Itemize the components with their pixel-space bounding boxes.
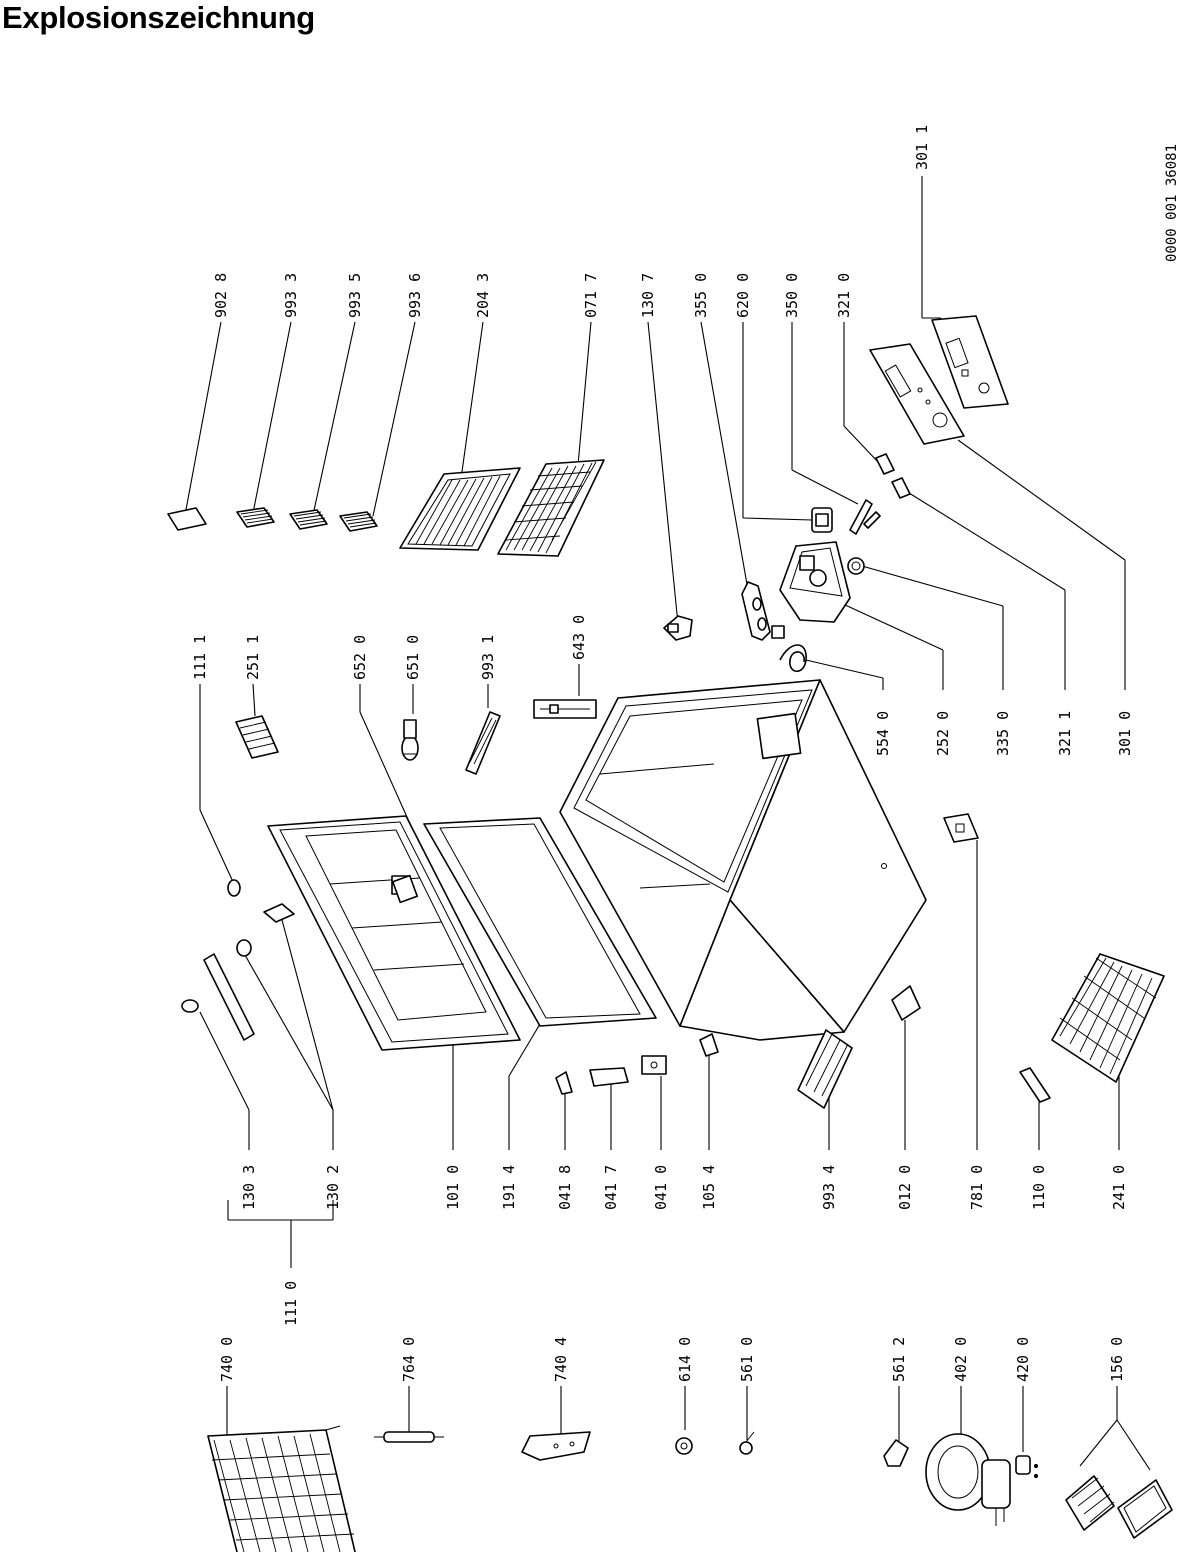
label-130-7: 130 7 (639, 273, 657, 318)
label-740-4: 740 4 (552, 1337, 570, 1382)
part-321-1-clip (891, 477, 911, 499)
label-301-1: 301 1 (913, 125, 931, 170)
part-111-1-cap (227, 879, 241, 897)
label-041-0: 041 0 (652, 1165, 670, 1210)
part-251-1-grid-tray (235, 715, 279, 759)
part-781-0-plug (943, 813, 979, 843)
label-321-0: 321 0 (835, 273, 853, 318)
label-130-2: 130 2 (324, 1165, 342, 1210)
part-620-0-lamp (811, 507, 833, 533)
part-105-4-latch (699, 1033, 719, 1057)
part-993-3-grille (236, 507, 275, 528)
label-041-8: 041 8 (556, 1165, 574, 1210)
label-740-0: 740 0 (218, 1337, 236, 1382)
label-252-0: 252 0 (934, 711, 952, 756)
label-321-1: 321 1 (1056, 711, 1074, 756)
part-156-0-tray-set (1065, 1475, 1173, 1539)
part-420-0-connector (1015, 1455, 1039, 1479)
part-740-0-condenser (207, 1425, 356, 1552)
label-350-0: 350 0 (783, 273, 801, 318)
label-191-4: 191 4 (500, 1165, 518, 1210)
part-993-1-strip (465, 711, 501, 775)
label-554-0: 554 0 (874, 711, 892, 756)
label-130-3: 130 3 (240, 1165, 258, 1210)
part-355-0-switch (741, 581, 771, 641)
label-643-0: 643 0 (570, 615, 588, 660)
label-561-2: 561 2 (890, 1337, 908, 1382)
part-321-0-clip (875, 453, 895, 475)
label-110-0: 110 0 (1030, 1165, 1048, 1210)
label-012-0: 012 0 (896, 1165, 914, 1210)
part-764-0-dryer-filter (374, 1431, 444, 1443)
label-902-8: 902 8 (212, 273, 230, 318)
label-614-0: 614 0 (676, 1337, 694, 1382)
part-cabinet-body (559, 679, 927, 1041)
part-561-0-relay (739, 1431, 755, 1455)
label-105-4: 105 4 (700, 1165, 718, 1210)
part-561-2-relay (883, 1439, 909, 1467)
part-012-0-hinge (891, 985, 921, 1021)
label-781-0: 781 0 (968, 1165, 986, 1210)
label-156-0: 156 0 (1108, 1337, 1126, 1382)
part-301-0-control-panel (869, 343, 965, 445)
label-251-1: 251 1 (244, 635, 262, 680)
part-241-0-wire-basket (1051, 953, 1165, 1083)
label-071-7: 071 7 (582, 273, 600, 318)
part-993-5-grille (289, 509, 328, 530)
label-993-5: 993 5 (346, 273, 364, 318)
part-041-0-bracket (641, 1055, 667, 1075)
label-764-0: 764 0 (400, 1337, 418, 1382)
label-620-0: 620 0 (734, 273, 752, 318)
label-652-0: 652 0 (351, 635, 369, 680)
part-643-0-bar (533, 699, 597, 719)
part-740-4-bracket (521, 1431, 591, 1461)
part-402-0-compressor (925, 1433, 1011, 1526)
part-554-0-spring (771, 625, 807, 673)
label-402-0: 402 0 (952, 1337, 970, 1382)
label-335-0: 335 0 (994, 711, 1012, 756)
document-code: 0000 001 36081 (1164, 144, 1180, 262)
label-301-0: 301 0 (1116, 711, 1134, 756)
part-652-0-lamp-box (391, 874, 419, 904)
label-561-0: 561 0 (738, 1337, 756, 1382)
part-204-3-wire-shelf (399, 467, 521, 551)
part-902-8-plate (167, 507, 207, 531)
label-651-0: 651 0 (404, 635, 422, 680)
label-993-3: 993 3 (282, 273, 300, 318)
label-993-4: 993 4 (820, 1165, 838, 1210)
part-130-2-key (236, 903, 295, 957)
part-993-4-ice-tray (797, 1029, 853, 1109)
label-355-0: 355 0 (692, 273, 710, 318)
label-993-6: 993 6 (406, 273, 424, 318)
label-420-0: 420 0 (1014, 1337, 1032, 1382)
label-204-3: 204 3 (474, 273, 492, 318)
label-111-1: 111 1 (191, 635, 209, 680)
part-130-7-hinge (663, 615, 693, 641)
leader-lines (184, 176, 1151, 1471)
part-110-0-handle (1019, 1067, 1051, 1103)
part-130-3-hinge-bar (181, 953, 255, 1041)
label-041-7: 041 7 (602, 1165, 620, 1210)
part-651-0-bulb (401, 719, 419, 761)
label-111-0: 111 0 (282, 1281, 300, 1326)
label-101-0: 101 0 (444, 1165, 462, 1210)
part-071-7-basket-grid (497, 459, 605, 557)
part-301-1-panel-cover (931, 315, 1009, 409)
part-041-8-clip (555, 1071, 573, 1095)
label-241-0: 241 0 (1110, 1165, 1128, 1210)
part-350-0-sensor (849, 499, 881, 535)
label-993-1: 993 1 (479, 635, 497, 680)
page-title: Explosionszeichnung (2, 0, 315, 35)
part-252-0-thermostat-housing (779, 541, 851, 623)
part-191-4-gasket (423, 817, 657, 1027)
part-993-6-grille (339, 511, 378, 532)
part-041-7-bracket (589, 1067, 629, 1087)
part-335-0-knob (847, 557, 865, 575)
part-614-0-grommet (675, 1437, 693, 1455)
